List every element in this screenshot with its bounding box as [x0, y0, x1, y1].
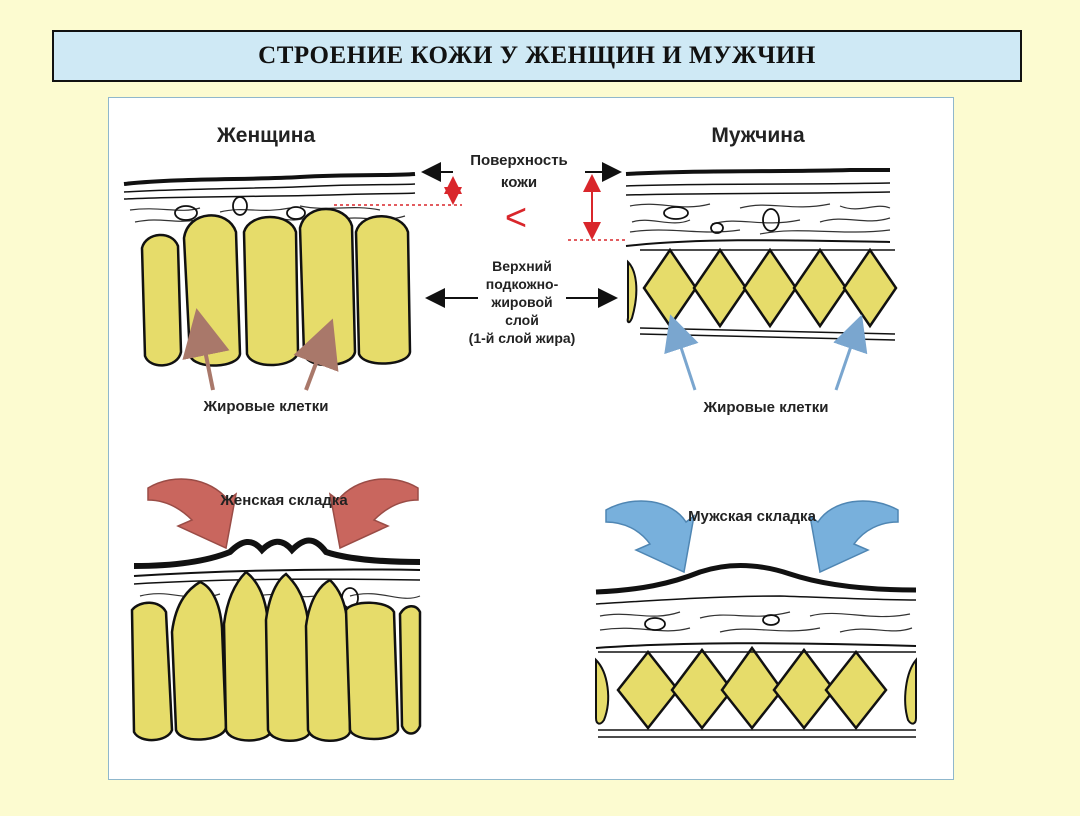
female-skin-bottom [133, 537, 421, 609]
skin-surface-label-1: Поверхность [470, 152, 568, 169]
female-fold-label: Женская складка [219, 492, 348, 509]
fat-layer-label-1: Верхний [492, 258, 552, 274]
female-fat-cells-label: Жировые клетки [203, 398, 329, 415]
fat-layer-label-5: (1-й слой жира) [469, 330, 576, 346]
male-fat-cells-label: Жировые клетки [703, 399, 829, 416]
page-title: СТРОЕНИЕ КОЖИ У ЖЕНЩИН И МУЖЧИН [258, 42, 816, 69]
female-fat-cells-bottom [130, 570, 422, 742]
less-than-sign: < [505, 197, 527, 239]
title-bar: СТРОЕНИЕ КОЖИ У ЖЕНЩИН И МУЖЧИН [52, 30, 1022, 82]
male-heading: Мужчина [711, 124, 805, 147]
fat-layer-label-4: слой [505, 312, 539, 328]
male-fold-arrows [605, 500, 899, 574]
male-fat-cells-top [626, 247, 898, 341]
male-skin-top [625, 168, 891, 247]
female-fat-cell-pointer-left [182, 308, 230, 391]
fat-layer-label-3: жировой [490, 294, 552, 310]
female-heading: Женщина [216, 124, 316, 147]
skin-surface-callout: Поверхность кожи [421, 152, 622, 191]
male-fat-cell-pointer-right [833, 314, 868, 391]
male-skin-bottom [595, 563, 917, 649]
female-fat-cell-pointer-right [293, 318, 339, 391]
fat-layer-callout: Верхний подкожно- жировой слой (1-й слой… [425, 258, 618, 346]
female-fold-arrows [147, 478, 419, 550]
male-fold-label: Мужская складка [688, 508, 817, 525]
male-fat-cells-bottom [595, 645, 917, 738]
male-fat-cell-pointer-left [664, 314, 699, 391]
skin-surface-label-2: кожи [501, 174, 537, 191]
female-fat-cells-top [140, 207, 412, 367]
fat-layer-label-2: подкожно- [486, 276, 559, 292]
female-skin-top [123, 172, 416, 223]
